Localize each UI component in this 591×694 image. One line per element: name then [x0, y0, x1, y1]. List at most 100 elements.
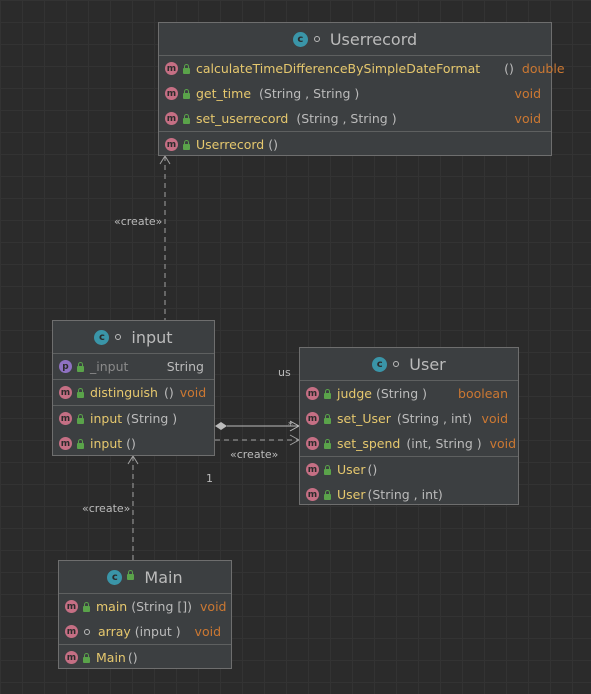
class-header: c input — [53, 321, 214, 354]
return-type: boolean — [458, 386, 508, 401]
class-header: c User — [300, 348, 518, 381]
field-name: _input — [90, 359, 129, 374]
method-name: get_time — [196, 86, 252, 101]
package-visibility-icon — [313, 36, 320, 42]
method-icon: m — [165, 138, 178, 151]
multiplicity-label: * — [288, 420, 293, 431]
dependency-arrowhead — [159, 155, 171, 165]
method-name: judge — [337, 386, 372, 401]
method-icon: m — [165, 87, 178, 100]
public-lock-icon — [324, 464, 331, 475]
method-icon: m — [306, 488, 319, 501]
constructor-params: () — [268, 137, 278, 152]
public-lock-icon — [324, 388, 331, 399]
method-icon: m — [165, 62, 178, 75]
public-lock-icon — [183, 88, 190, 99]
public-lock-icon — [324, 413, 331, 424]
method-row[interactable]: m main (String []) void — [59, 594, 231, 619]
create-label: «create» — [230, 448, 279, 461]
public-lock-icon — [183, 63, 190, 74]
public-lock-icon — [324, 489, 331, 500]
method-row[interactable]: m distinguish () void — [53, 380, 214, 405]
constructor-params: () — [127, 650, 138, 665]
constructor-name: input — [90, 436, 123, 451]
method-name: set_userrecord — [196, 111, 289, 126]
constructor-row[interactable]: m input () — [53, 431, 214, 456]
class-header: c Userrecord — [159, 23, 551, 56]
method-icon: m — [59, 437, 72, 450]
class-title: input — [131, 327, 173, 347]
method-params: (String ) — [375, 386, 428, 401]
method-params: () — [163, 385, 174, 400]
package-visibility-icon — [393, 361, 400, 367]
method-name: distinguish — [90, 385, 158, 400]
field-row[interactable]: p _input String — [53, 354, 214, 379]
method-params: (String , int) — [396, 411, 473, 426]
constructor-row[interactable]: m User () — [300, 457, 518, 482]
method-name: main — [96, 599, 128, 614]
method-params: (String []) — [131, 599, 193, 614]
constructor-name: User — [337, 487, 366, 502]
method-name: array — [98, 624, 131, 639]
method-params: (input ) — [134, 624, 181, 639]
method-icon: m — [306, 387, 319, 400]
method-row[interactable]: m set_userrecord (String , String ) void — [159, 106, 551, 131]
package-visibility-icon — [84, 628, 90, 635]
constructor-row[interactable]: m Userrecord () — [159, 132, 551, 157]
method-params: (String , String ) — [296, 111, 397, 126]
public-lock-icon — [183, 113, 190, 124]
constructor-row[interactable]: m User (String , int) — [300, 482, 518, 507]
constructor-params: () — [126, 436, 136, 451]
method-row[interactable]: m get_time (String , String ) void — [159, 81, 551, 106]
composition-diamond — [215, 422, 227, 430]
runnable-class-icon: c — [107, 569, 123, 585]
constructor-name: Main — [96, 650, 126, 665]
class-title: Main — [144, 567, 183, 587]
method-icon: m — [165, 112, 178, 125]
public-lock-icon — [77, 361, 84, 372]
class-userrecord[interactable]: c Userrecord m calculateTimeDifferenceBy… — [158, 22, 565, 157]
public-lock-icon — [324, 438, 331, 449]
method-icon: m — [306, 463, 319, 476]
constructor-params: (String ) — [126, 411, 178, 426]
constructor-row[interactable]: m Main () — [59, 645, 231, 670]
class-input[interactable]: c input p _input String m distinguish ()… — [52, 320, 215, 456]
method-name: set_spend — [337, 436, 401, 451]
return-type: void — [489, 436, 517, 451]
class-title: Userrecord — [329, 29, 418, 49]
public-lock-icon — [77, 387, 84, 398]
static-method-icon: m — [65, 625, 78, 638]
property-icon: p — [59, 360, 72, 373]
public-lock-icon — [83, 601, 90, 612]
create-label: «create» — [82, 502, 131, 515]
method-icon: m — [59, 386, 72, 399]
dependency-arrowhead — [127, 455, 139, 465]
method-row[interactable]: m array (input ) void — [59, 619, 231, 644]
role-label-us: us — [278, 366, 291, 379]
field-type: String — [166, 359, 204, 374]
method-icon: m — [306, 437, 319, 450]
method-row[interactable]: m judge (String ) boolean — [300, 381, 518, 406]
return-type: void — [194, 624, 221, 639]
class-icon: c — [292, 31, 308, 47]
return-type: void — [514, 111, 541, 126]
method-row[interactable]: m set_spend (int, String ) void — [300, 431, 518, 456]
method-params: (String , String ) — [259, 86, 360, 101]
constructor-row[interactable]: m input (String ) — [53, 406, 214, 431]
method-row[interactable]: m set_User (String , int) void — [300, 406, 518, 431]
static-method-icon: m — [65, 600, 78, 613]
constructor-name: input — [90, 411, 123, 426]
return-type: void — [179, 385, 207, 400]
class-main[interactable]: c Main m main (String []) void m array (… — [58, 560, 232, 669]
return-type: void — [514, 86, 541, 101]
public-lock-icon — [183, 139, 190, 150]
method-icon: m — [306, 412, 319, 425]
class-user[interactable]: c User m judge (String ) boolean m set_U… — [299, 347, 519, 505]
constructor-name: User — [337, 462, 366, 477]
method-row[interactable]: m calculateTimeDifferenceBySimpleDateFor… — [159, 56, 565, 81]
class-icon: c — [372, 356, 388, 372]
package-visibility-icon — [115, 334, 122, 340]
method-name: set_User — [337, 411, 391, 426]
class-icon: c — [94, 329, 110, 345]
multiplicity-label: 1 — [206, 472, 213, 485]
